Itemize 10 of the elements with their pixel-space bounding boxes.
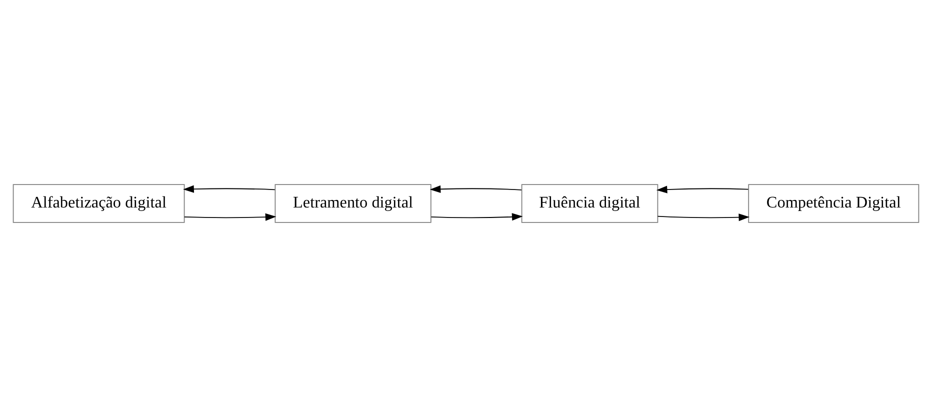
arrow (183, 184, 276, 192)
node-box: Competência Digital (748, 184, 920, 222)
arrow (430, 212, 523, 220)
arrow (656, 185, 749, 193)
node-box: Fluência digital (521, 184, 658, 222)
arrow (657, 213, 750, 221)
arrow (184, 212, 276, 220)
node-box: Letramento digital (274, 184, 432, 222)
node-box: Alfabetização digital (12, 184, 185, 222)
arrow (430, 184, 522, 192)
